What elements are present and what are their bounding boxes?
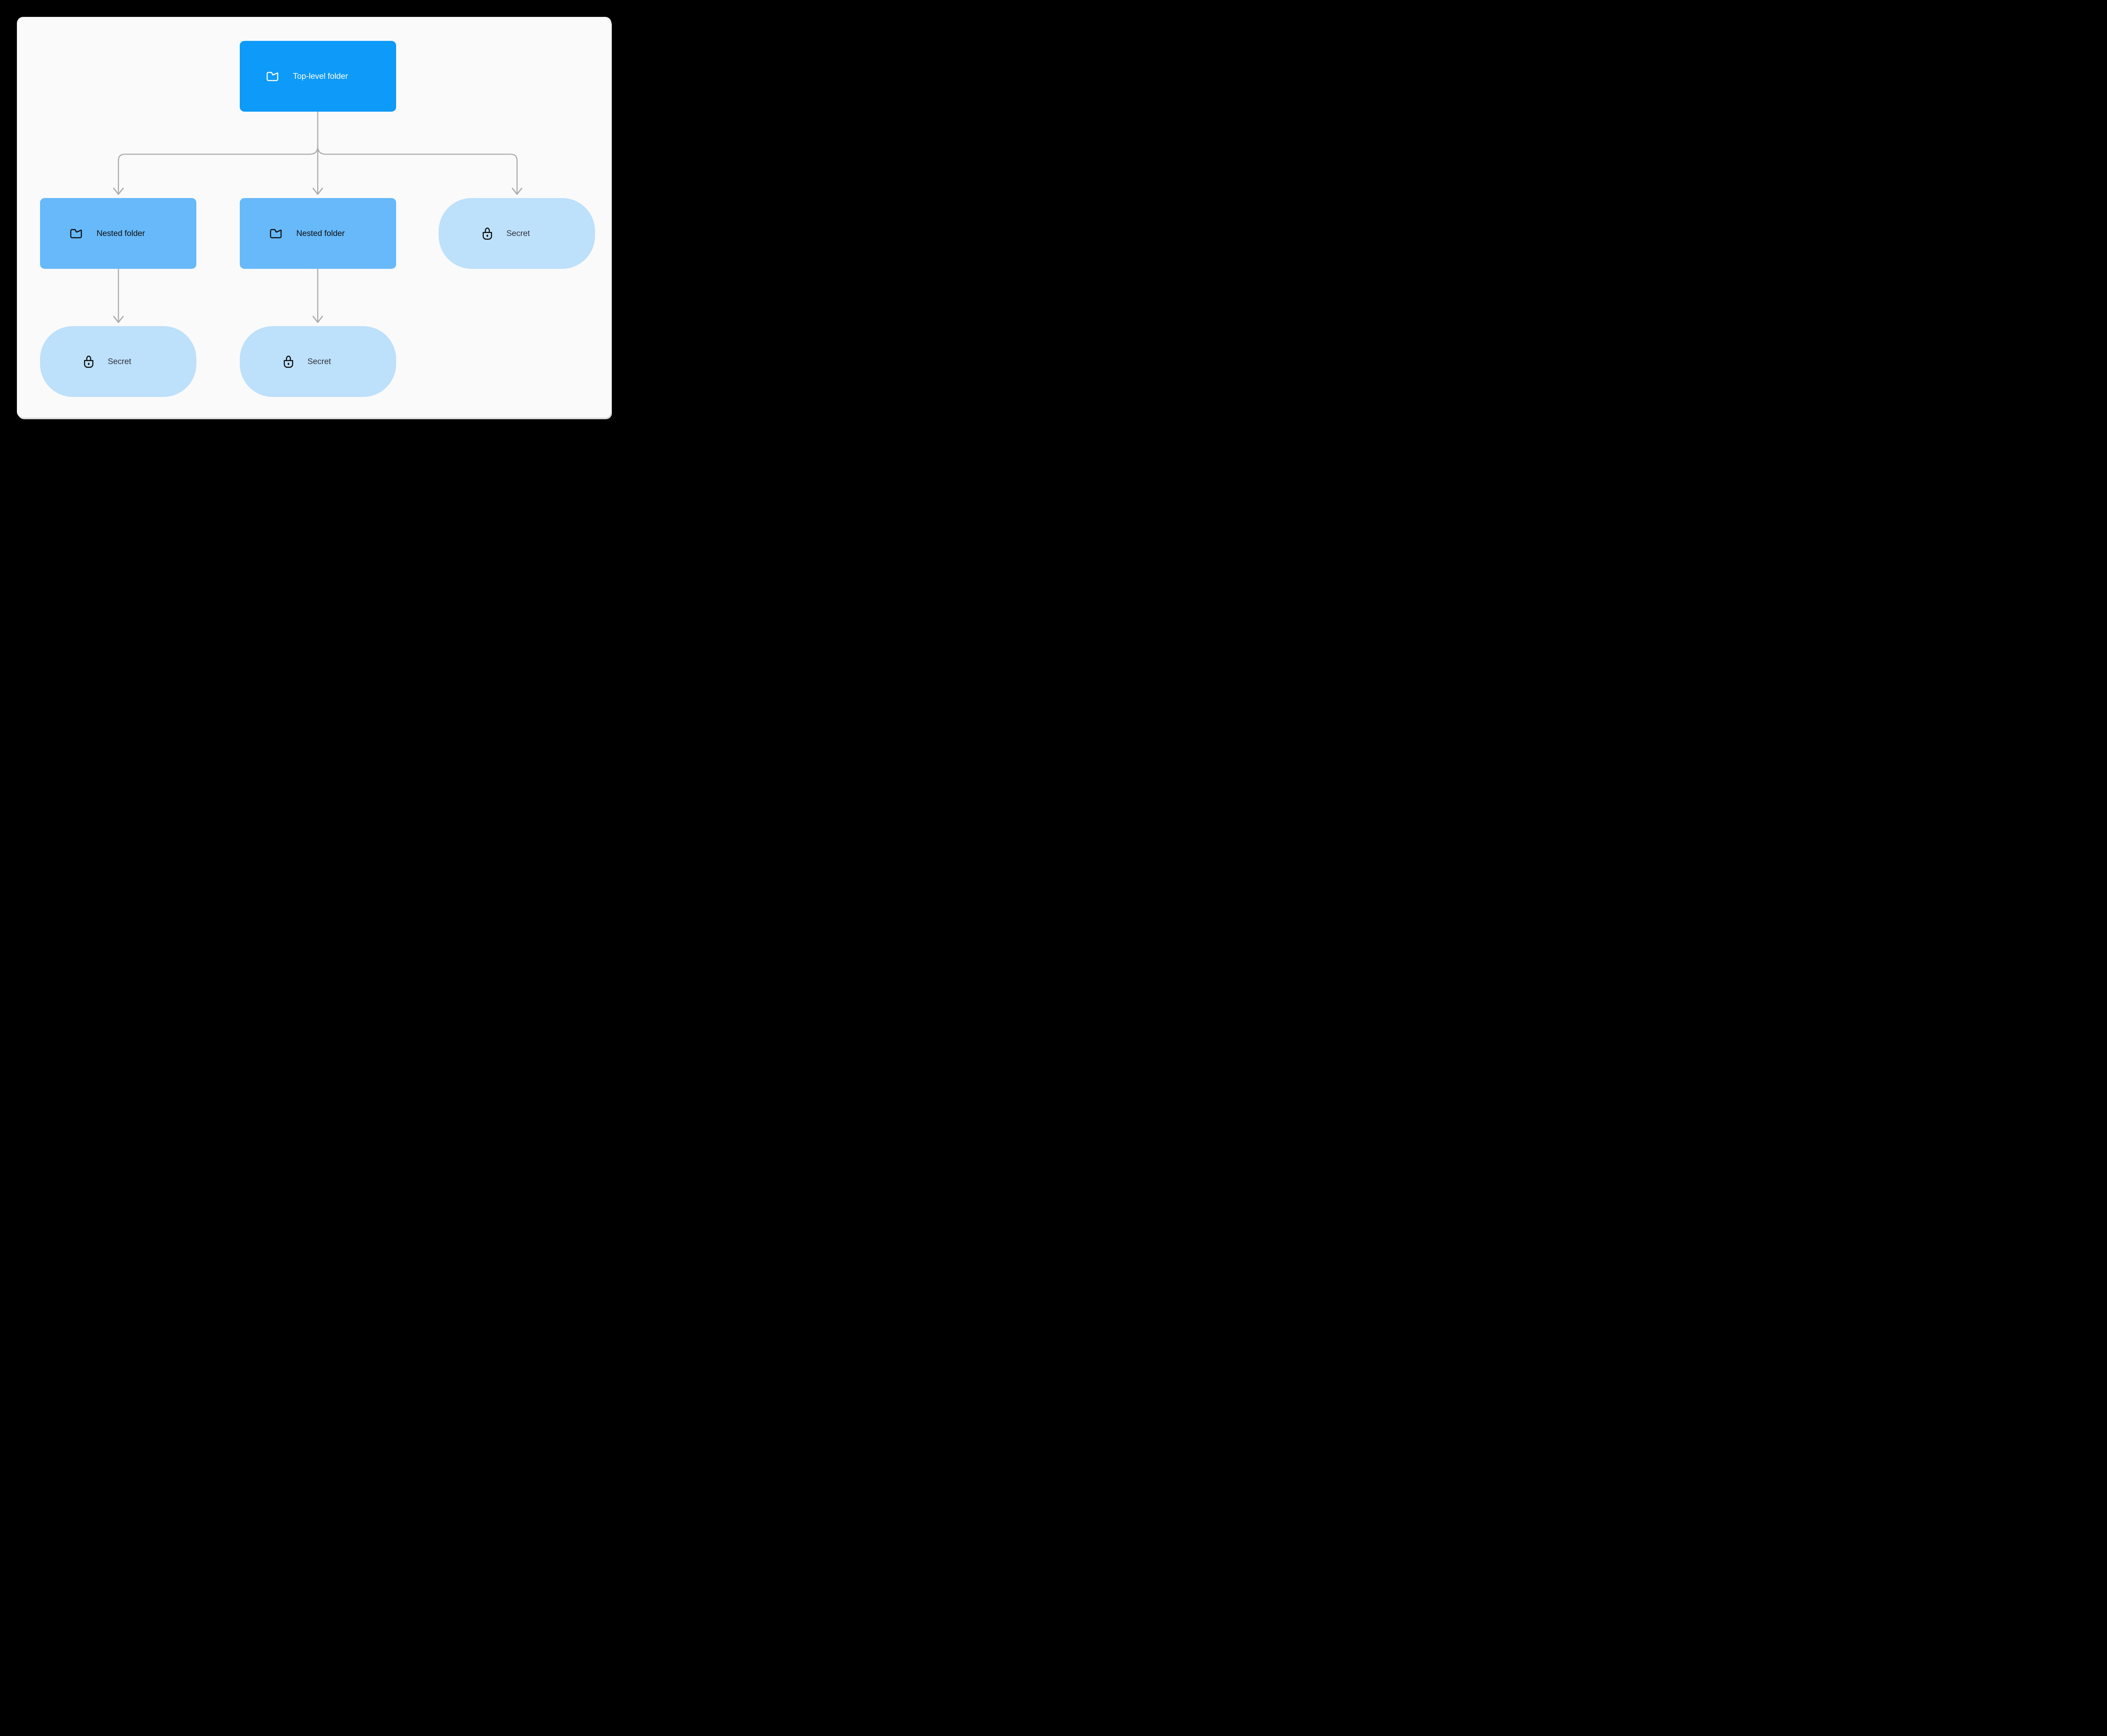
edge-root-to-right (317, 145, 518, 195)
node-label: Secret (307, 356, 331, 366)
arrowhead-icon (113, 188, 124, 195)
node-secret-middle: Secret (240, 326, 396, 397)
node-secret-right: Secret (439, 198, 595, 269)
node-label: Nested folder (296, 228, 345, 238)
lock-icon (483, 227, 492, 240)
node-label: Secret (107, 356, 131, 366)
folder-icon (270, 229, 282, 238)
node-label: Secret (506, 228, 530, 238)
folder-icon (70, 229, 82, 238)
lock-icon (284, 355, 293, 368)
node-secret-left: Secret (40, 326, 196, 397)
lock-icon (84, 355, 94, 368)
node-label: Nested folder (97, 228, 145, 238)
node-top-level-folder: Top-level folder (240, 41, 396, 112)
node-label: Top-level folder (293, 71, 348, 81)
diagram-canvas: Top-level folder Nested folder Nested fo… (17, 17, 611, 418)
folder-icon (266, 72, 279, 81)
arrowhead-icon (113, 316, 124, 323)
arrowhead-icon (312, 316, 323, 323)
arrowhead-icon (312, 188, 323, 195)
arrowhead-icon (512, 188, 523, 195)
edge-root-to-left (118, 145, 319, 195)
node-nested-folder-left: Nested folder (40, 198, 196, 269)
node-nested-folder-middle: Nested folder (240, 198, 396, 269)
